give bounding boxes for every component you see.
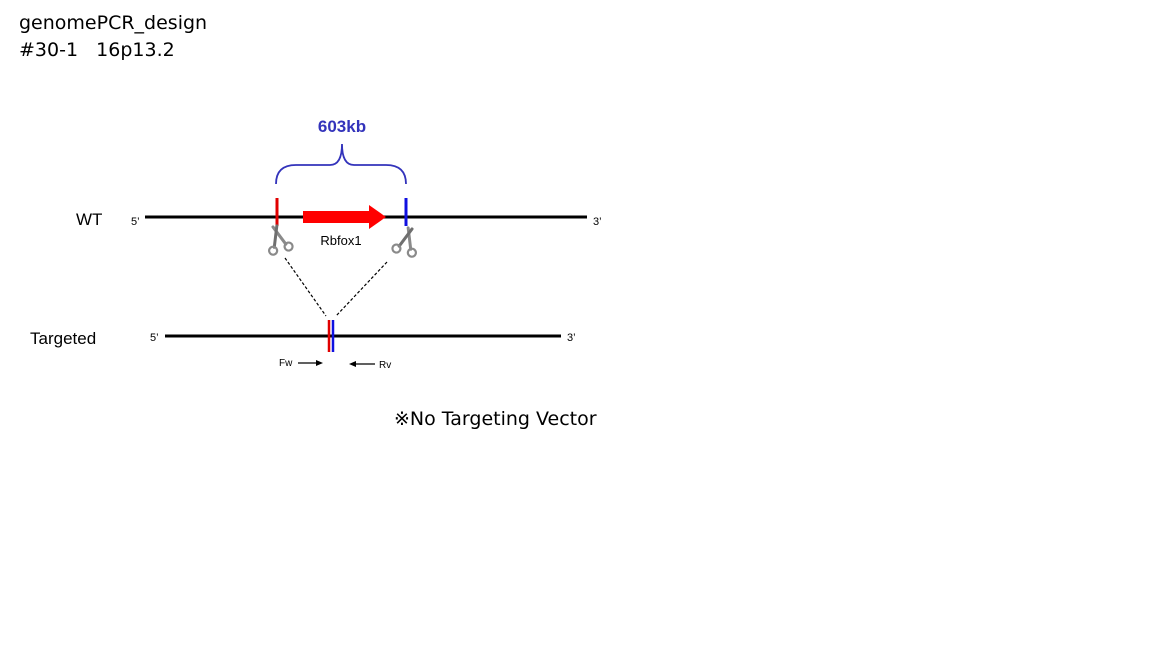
gene-label: Rbfox1 bbox=[320, 233, 361, 248]
targeted-3prime-label: 3’ bbox=[567, 332, 576, 344]
targeted-label: Targeted bbox=[30, 329, 96, 348]
rbfox1-gene-arrow bbox=[303, 205, 386, 229]
wt-5prime-label: 5’ bbox=[131, 216, 140, 228]
title-line-2: #30-1 16p13.2 bbox=[19, 39, 175, 61]
title-line-1: genomePCR_design bbox=[19, 12, 208, 34]
deletion-bracket bbox=[275, 143, 407, 185]
wt-3prime-label: 3’ bbox=[593, 216, 602, 228]
join-dash-right bbox=[335, 261, 388, 317]
wt-label: WT bbox=[76, 210, 102, 229]
primer-rv-arrow-head bbox=[349, 361, 356, 367]
scissors-icon bbox=[390, 223, 424, 260]
deletion-size-label: 603kb bbox=[318, 117, 366, 136]
join-dash-left bbox=[284, 257, 327, 317]
slide-title: genomePCR_design #30-1 16p13.2 bbox=[19, 10, 207, 64]
targeted-5prime-label: 5’ bbox=[150, 332, 159, 344]
primer-rv-label: Rv bbox=[379, 360, 391, 371]
no-targeting-vector-note: ※No Targeting Vector bbox=[394, 408, 597, 430]
primer-fw-arrow-head bbox=[316, 360, 323, 366]
primer-fw-label: Fw bbox=[279, 358, 293, 369]
scissors-icon bbox=[261, 221, 295, 258]
